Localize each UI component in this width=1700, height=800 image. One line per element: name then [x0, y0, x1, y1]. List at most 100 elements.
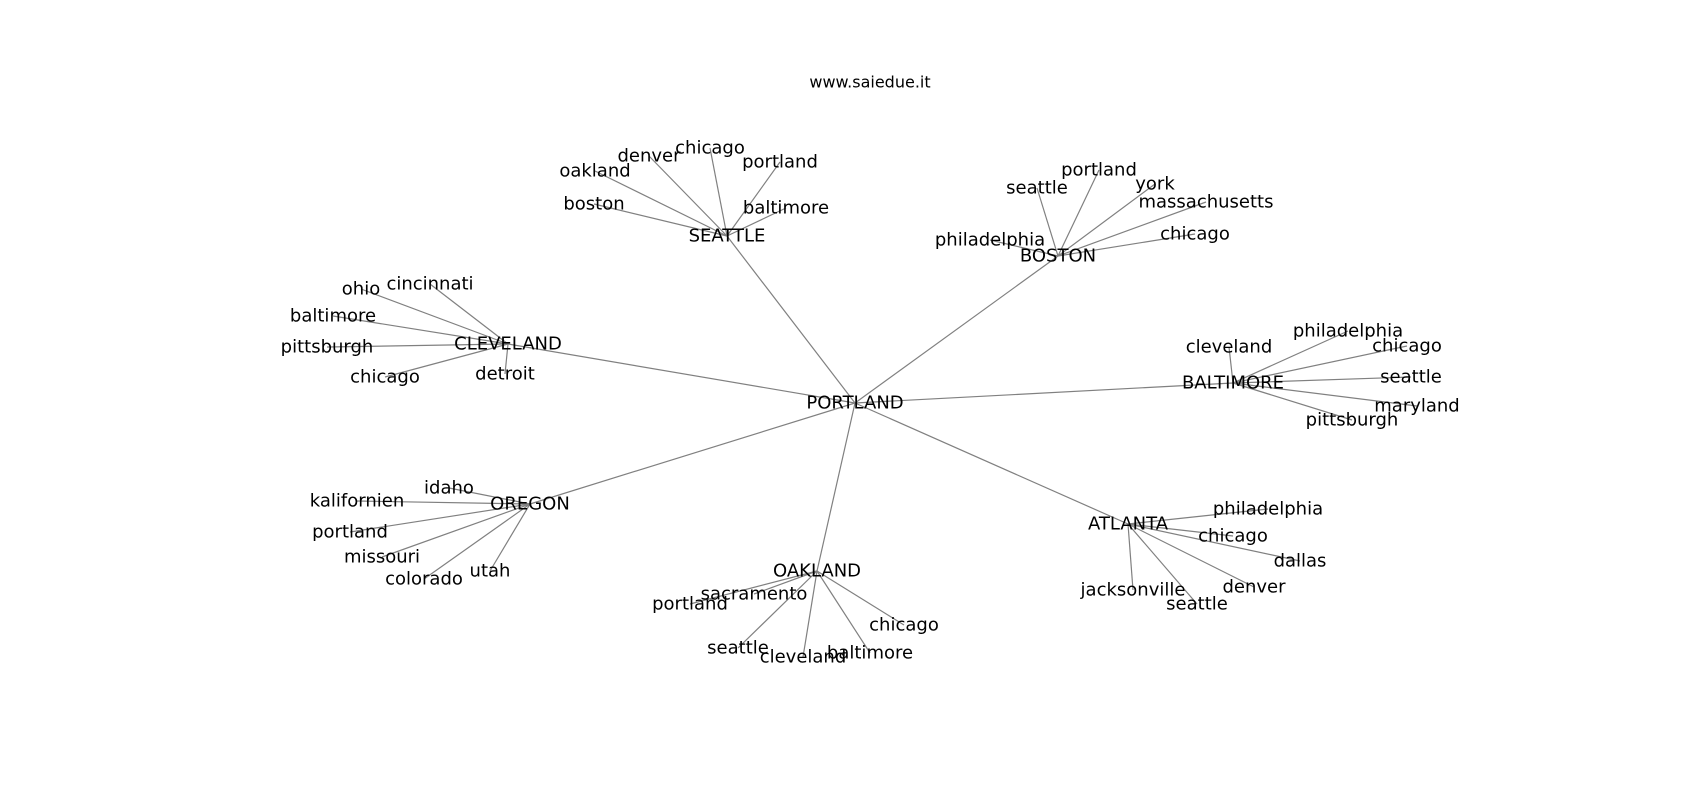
- node-leaf-baltimore-chicago: chicago: [1372, 336, 1442, 357]
- node-leaf-cleveland-ohio: ohio: [342, 279, 380, 300]
- edges-layer: [326, 147, 1418, 658]
- node-leaf-oregon-utah: utah: [470, 561, 511, 582]
- edge-cleveland-pittsburgh: [326, 343, 509, 348]
- edge-root-cleveland: [507, 343, 856, 404]
- edge-boston-york: [1057, 183, 1156, 257]
- edge-oakland-chicago: [816, 570, 905, 626]
- edge-cleveland-chicago: [384, 343, 509, 378]
- edge-oregon-utah: [489, 503, 531, 572]
- node-leaf-cleveland-detroit: detroit: [475, 364, 535, 385]
- edge-atlanta-seattle: [1127, 523, 1198, 605]
- node-hub-cleveland: CLEVELAND: [454, 334, 562, 355]
- node-leaf-atlanta-denver: denver: [1222, 577, 1286, 598]
- node-hub-boston: BOSTON: [1020, 246, 1096, 267]
- edge-baltimore-seattle: [1232, 376, 1412, 384]
- node-leaf-baltimore-maryland: maryland: [1374, 396, 1459, 417]
- node-leaf-atlanta-philadelphia: philadelphia: [1213, 499, 1323, 520]
- edge-seattle-denver: [648, 155, 728, 237]
- edge-baltimore-cleveland: [1228, 346, 1234, 384]
- node-leaf-cleveland-pittsburgh: pittsburgh: [281, 337, 374, 358]
- edge-atlanta-chicago: [1127, 523, 1234, 537]
- edge-seattle-portland: [726, 161, 781, 237]
- node-leaf-oakland-seattle: seattle: [707, 638, 769, 659]
- edge-cleveland-detroit: [504, 343, 509, 375]
- edge-oregon-idaho: [448, 487, 531, 505]
- node-leaf-seattle-baltimore: baltimore: [743, 198, 829, 219]
- node-leaf-atlanta-chicago: chicago: [1198, 526, 1268, 547]
- edge-seattle-boston: [593, 203, 728, 237]
- node-hub-baltimore: BALTIMORE: [1182, 373, 1284, 394]
- edge-oregon-missouri: [381, 503, 531, 558]
- edge-boston-philadelphia: [989, 239, 1059, 257]
- edge-cleveland-ohio: [360, 288, 509, 345]
- edge-oakland-seattle: [737, 570, 818, 649]
- node-leaf-atlanta-dallas: dallas: [1274, 551, 1327, 572]
- node-leaf-oregon-colorado: colorado: [385, 569, 463, 590]
- edge-cleveland-cincinnati: [429, 283, 509, 345]
- node-hub-seattle: SEATTLE: [689, 226, 766, 247]
- node-leaf-oakland-sacramento: sacramento: [701, 584, 808, 605]
- node-leaf-boston-portland: portland: [1061, 160, 1137, 181]
- edge-oregon-kalifornien: [356, 500, 531, 505]
- edge-root-oregon: [529, 402, 856, 505]
- node-leaf-cleveland-baltimore: baltimore: [290, 306, 376, 327]
- node-leaf-boston-york: york: [1135, 174, 1175, 195]
- node-leaf-atlanta-jacksonville: jacksonville: [1080, 580, 1186, 601]
- node-leaf-boston-philadelphia: philadelphia: [935, 230, 1045, 251]
- edge-atlanta-jacksonville: [1127, 523, 1134, 591]
- node-leaf-baltimore-pittsburgh: pittsburgh: [1306, 410, 1399, 431]
- node-leaf-oregon-portland: portland: [312, 522, 388, 543]
- node-leaf-baltimore-cleveland: cleveland: [1186, 337, 1273, 358]
- node-root-portland: PORTLAND: [806, 393, 903, 414]
- node-leaf-cleveland-cincinnati: cincinnati: [386, 274, 473, 295]
- edge-root-baltimore: [854, 382, 1234, 404]
- edge-baltimore-chicago: [1232, 345, 1408, 384]
- edge-seattle-baltimore: [726, 207, 787, 237]
- node-hub-oakland: OAKLAND: [773, 561, 861, 582]
- node-leaf-baltimore-philadelphia: philadelphia: [1293, 321, 1403, 342]
- edge-baltimore-philadelphia: [1232, 330, 1349, 384]
- node-leaf-oakland-cleveland: cleveland: [760, 647, 847, 668]
- node-leaf-oakland-baltimore: baltimore: [827, 643, 913, 664]
- credit-text: www.saiedue.it: [809, 73, 930, 92]
- labels-layer: PORTLANDSEATTLEoaklanddenverchicagoportl…: [281, 138, 1460, 668]
- edge-baltimore-pittsburgh: [1232, 382, 1353, 421]
- node-leaf-baltimore-seattle: seattle: [1380, 367, 1442, 388]
- edge-root-seattle: [726, 235, 856, 404]
- edge-boston-massachusetts: [1057, 201, 1207, 257]
- edge-root-atlanta: [854, 402, 1129, 525]
- node-leaf-oakland-portland: portland: [652, 594, 728, 615]
- node-leaf-boston-chicago: chicago: [1160, 224, 1230, 245]
- node-leaf-oakland-chicago: chicago: [869, 615, 939, 636]
- edge-cleveland-baltimore: [332, 315, 509, 345]
- node-leaf-seattle-oakland: oakland: [559, 161, 630, 182]
- node-leaf-boston-seattle: seattle: [1006, 178, 1068, 199]
- edge-seattle-oakland: [594, 170, 728, 237]
- edge-oregon-colorado: [423, 503, 531, 580]
- edge-oakland-sacramento: [753, 570, 818, 595]
- edge-seattle-chicago: [709, 147, 728, 237]
- edge-boston-chicago: [1057, 233, 1196, 257]
- edge-boston-portland: [1057, 169, 1100, 257]
- node-leaf-seattle-chicago: chicago: [675, 138, 745, 159]
- node-leaf-seattle-portland: portland: [742, 152, 818, 173]
- edge-oregon-portland: [349, 503, 531, 533]
- edge-baltimore-maryland: [1232, 382, 1418, 407]
- edge-atlanta-philadelphia: [1127, 508, 1269, 525]
- node-leaf-cleveland-chicago: chicago: [350, 367, 420, 388]
- edge-atlanta-denver: [1127, 523, 1255, 588]
- node-leaf-oregon-missouri: missouri: [344, 547, 420, 568]
- node-leaf-seattle-denver: denver: [617, 146, 681, 167]
- node-hub-oregon: OREGON: [490, 494, 570, 515]
- edge-atlanta-dallas: [1127, 523, 1301, 562]
- node-hub-atlanta: ATLANTA: [1088, 514, 1169, 535]
- node-leaf-boston-massachusetts: massachusetts: [1138, 192, 1273, 213]
- edge-root-oakland: [816, 402, 856, 572]
- node-leaf-atlanta-seattle: seattle: [1166, 594, 1228, 615]
- node-leaf-seattle-boston: boston: [563, 194, 624, 215]
- edge-oakland-cleveland: [802, 570, 818, 658]
- edge-root-boston: [854, 255, 1059, 404]
- edge-oakland-baltimore: [816, 570, 871, 654]
- node-leaf-oregon-idaho: idaho: [424, 478, 474, 499]
